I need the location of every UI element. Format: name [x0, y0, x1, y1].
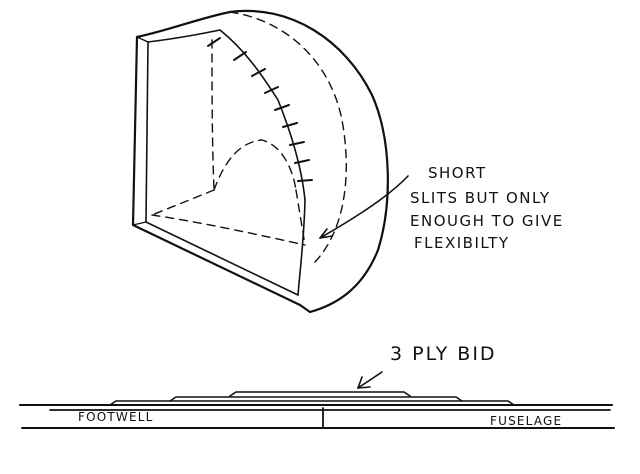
ply-note: 3 PLY BID — [390, 343, 497, 365]
slits-note-line-2: SLITS BUT ONLY — [410, 189, 551, 207]
slits-note-line-4: FLEXIBILTY — [414, 234, 510, 252]
fuselage-label: FUSELAGE — [490, 414, 562, 428]
footwell-label: FOOTWELL — [78, 410, 154, 424]
slit-marks — [207, 37, 313, 182]
ply-leader-arrow — [357, 371, 383, 389]
layup-section — [19, 391, 615, 429]
slits-leader-arrow — [319, 175, 409, 239]
quarter-round-part — [131, 9, 409, 314]
slits-note-line-3: ENOUGH TO GIVE — [410, 212, 564, 230]
slits-note: SHORT SLITS BUT ONLY ENOUGH TO GIVE FLEX… — [410, 164, 564, 252]
slits-note-line-1: SHORT — [428, 164, 487, 182]
